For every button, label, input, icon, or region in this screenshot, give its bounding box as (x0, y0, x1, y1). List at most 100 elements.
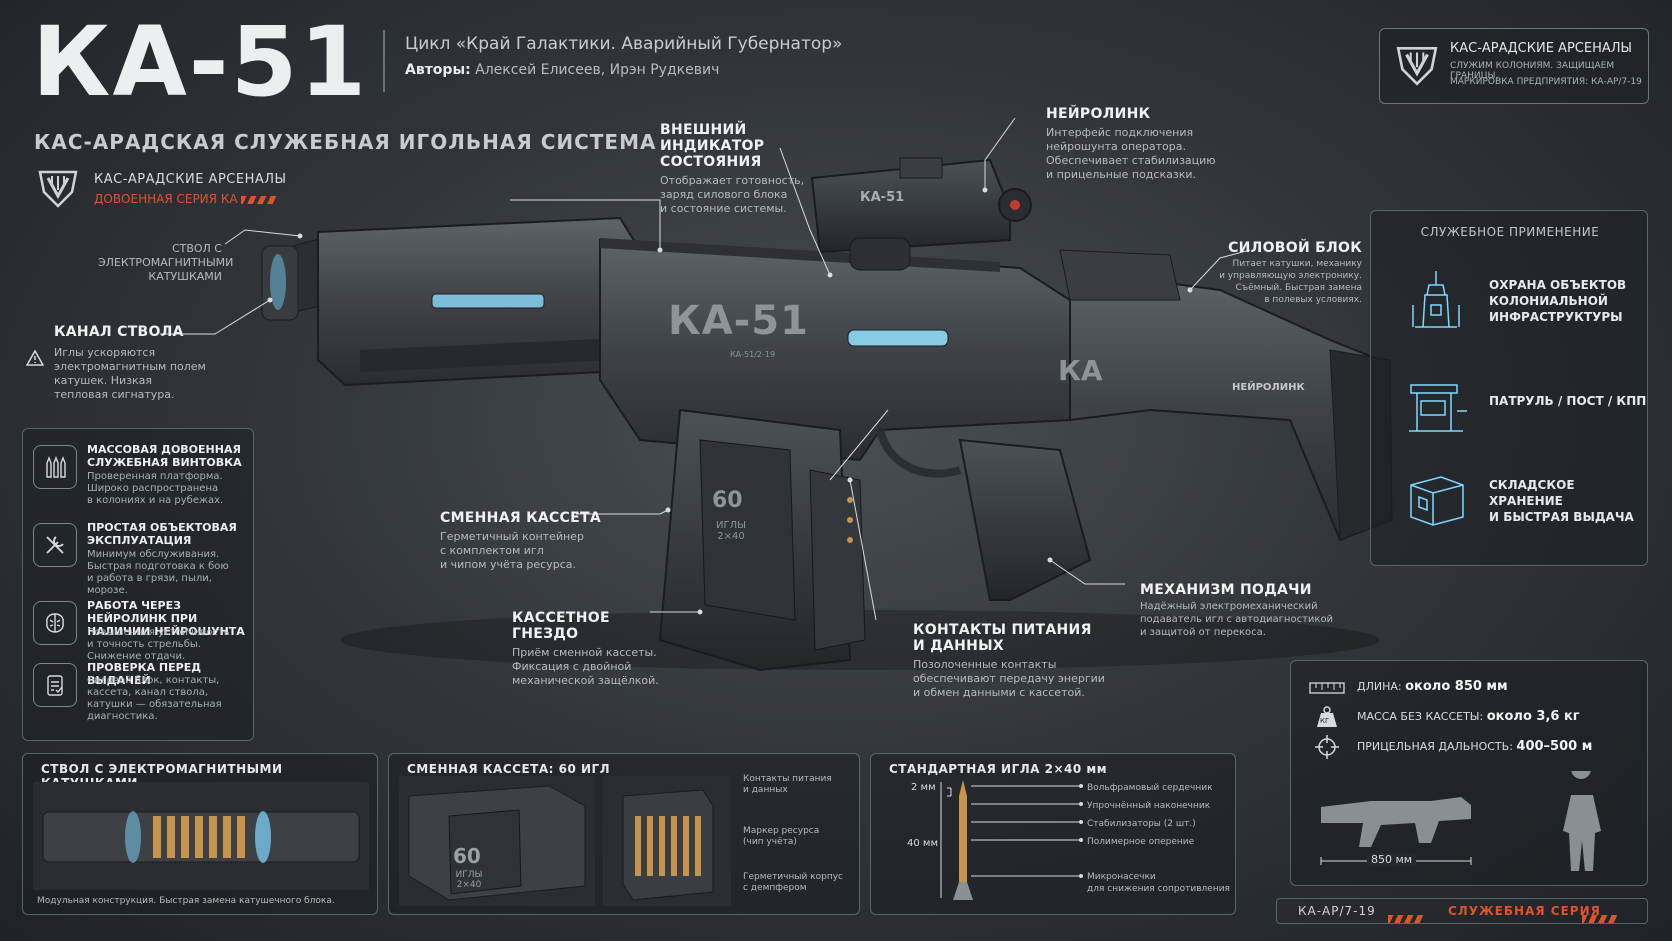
text-line: Иглы ускоряются (54, 346, 156, 359)
weight-icon (1317, 706, 1337, 727)
callout-power-title: СИЛОВОЙ БЛОК (1228, 240, 1362, 256)
text-line: в полевых условиях. (1264, 295, 1362, 305)
weapon-sub-marking: КА-51/2-19 (730, 350, 776, 359)
text-line: и состояние системы. (660, 202, 787, 215)
text-line: тепловая сигнатура. (54, 388, 175, 401)
text-line: Отображает готовность, (660, 174, 805, 187)
spec-length: ДЛИНА: около 850 мм (1291, 675, 1649, 701)
weapon-main-marking: КА-51 (668, 298, 809, 344)
feature-title: РАБОТА ЧЕРЕЗ НЕЙРОЛИНК ПРИ НАЛИЧИИ НЕЙРО… (87, 599, 245, 638)
stripes-decor (1388, 908, 1424, 927)
cassette-text-marking: ИГЛЫ 2×40 (716, 520, 746, 542)
text-line: Надёжный электромеханический (1140, 601, 1318, 612)
specs-panel: ДЛИНА: около 850 мм КГ МАССА БЕЗ КАССЕТЫ… (1290, 660, 1648, 886)
book-series: Цикл «Край Галактики. Аварийный Губернат… (405, 34, 843, 54)
shield-logo-icon (38, 170, 78, 208)
needle-note: Полимерное оперение (1087, 837, 1195, 847)
needle-panel: СТАНДАРТНАЯ ИГЛА 2×40 мм 2 мм 40 мм Воль… (870, 753, 1236, 915)
page-subtitle: КАС-АРАДСКАЯ СЛУЖЕБНАЯ ИГОЛЬНАЯ СИСТЕМА (34, 130, 657, 154)
spec-range-text: ПРИЦЕЛЬНАЯ ДАЛЬНОСТЬ: 400–500 м (1357, 739, 1593, 754)
brand-series-text: ДОВОЕННАЯ СЕРИЯ КА (94, 192, 238, 206)
feature-item: ПРОВЕРКА ПЕРЕД ВЫДАЧЕЙ Силовой блок, кон… (23, 661, 255, 737)
callout-bore: КАНАЛ СТВОЛА (54, 324, 214, 340)
callout-feed: МЕХАНИЗМ ПОДАЧИ Надёжный электромеханиче… (1140, 582, 1340, 639)
neurolink-marking: НЕЙРОЛИНК (1232, 382, 1305, 393)
text-line: с комплектом игл (440, 544, 544, 557)
feature-item: РАБОТА ЧЕРЕЗ НЕЙРОЛИНК ПРИ НАЛИЧИИ НЕЙРО… (23, 599, 255, 675)
needle-length-label: 40 мм (907, 838, 938, 849)
spec-mass-text: МАССА БЕЗ КАССЕТЫ: около 3,6 кг (1357, 709, 1580, 724)
spec-length-text: ДЛИНА: около 850 мм (1357, 679, 1508, 694)
crate-icon (1410, 476, 1464, 526)
authors-names: Алексей Елисеев, Ирэн Рудкевич (475, 62, 720, 78)
page-title: КА-51 (32, 6, 369, 118)
warning-icon (25, 349, 45, 370)
barrel-panel-caption: Модульная конструкция. Быстрая замена ка… (37, 896, 335, 906)
feature-title: ПРОВЕРКА ПЕРЕД ВЫДАЧЕЙ (87, 661, 202, 687)
tower-icon (1412, 271, 1460, 328)
ruler-icon (1309, 682, 1345, 694)
callout-contacts: КОНТАКТЫ ПИТАНИЯ И ДАННЫХ Позолоченные к… (913, 622, 1113, 700)
callout-contacts-title: КОНТАКТЫ ПИТАНИЯ (913, 622, 1092, 638)
spec-mass: КГ МАССА БЕЗ КАССЕТЫ: около 3,6 кг (1291, 705, 1649, 731)
stripes-decor (1582, 908, 1618, 927)
text-line: обеспечивают передачу энергии (913, 672, 1105, 685)
ammo-icon (33, 445, 77, 489)
cassette-image (399, 776, 595, 906)
text-line: Съёмный. Быстрая замена (1235, 283, 1362, 293)
authors-line: Авторы: Алексей Елисеев, Ирэн Рудкевич (405, 62, 719, 78)
dimension-label: 850 мм (1367, 853, 1417, 866)
feature-title: МАССОВАЯ ДОВОЕННАЯ СЛУЖЕБНАЯ ВИНТОВКА (87, 443, 242, 469)
callout-bore-text: Иглы ускоряются электромагнитным полем к… (54, 346, 224, 402)
cassette-count-marking: 60 (712, 488, 743, 513)
checkpoint-icon (1409, 384, 1467, 432)
callout-cassette-title: СМЕННАЯ КАССЕТА (440, 510, 601, 526)
callout-barrel-coils: СТВОЛ С ЭЛЕКТРОМАГНИТНЫМИ КАТУШКАМИ (98, 242, 234, 283)
text-line: и прицельные подсказки. (1046, 168, 1196, 181)
feature-item: МАССОВАЯ ДОВОЕННАЯ СЛУЖЕБНАЯ ВИНТОВКА Пр… (23, 443, 255, 519)
callout-feed-title: МЕХАНИЗМ ПОДАЧИ (1140, 582, 1312, 598)
needle-note: Микронасечки (1087, 872, 1156, 882)
brain-icon (33, 601, 77, 645)
needle-note: Вольфрамовый сердечник (1087, 783, 1213, 793)
wrench-icon (33, 523, 77, 567)
feature-item: ПРОСТАЯ ОБЪЕКТОВАЯ ЭКСПЛУАТАЦИЯ Минимум … (23, 521, 255, 597)
callout-indicator: ВНЕШНИЙ ИНДИКАТОР СОСТОЯНИЯ Отображает г… (660, 122, 850, 216)
text-line: Обеспечивает стабилизацию (1046, 154, 1216, 167)
company-box: КАС-АРАДСКИЕ АРСЕНАЛЫ СЛУЖИМ КОЛОНИЯМ. З… (1379, 28, 1649, 104)
feature-title: ПРОСТАЯ ОБЪЕКТОВАЯ ЭКСПЛУАТАЦИЯ (87, 521, 237, 547)
cassette-panel: СМЕННАЯ КАССЕТА: 60 ИГЛ 60 ИГЛЫ 2×40 Кон… (388, 753, 860, 915)
spec-range: ПРИЦЕЛЬНАЯ ДАЛЬНОСТЬ: 400–500 м (1291, 735, 1649, 761)
text-line: и обмен данными с кассетой. (913, 686, 1085, 699)
text-line: Позолоченные контакты (913, 658, 1057, 671)
feature-text: Минимум обслуживания.Быстрая подготовка … (87, 549, 229, 596)
checklist-icon (33, 663, 77, 707)
stock-marking: КА (1058, 354, 1103, 387)
text-line: катушек. Низкая (54, 374, 153, 387)
crosshair-icon (1315, 735, 1339, 759)
text-line: и чипом учёта ресурса. (440, 558, 577, 571)
cassette-cutaway-image (603, 776, 731, 906)
needle-note: Упрочнённый наконечник (1087, 801, 1211, 811)
stripes-decor (241, 195, 278, 204)
callout-bore-title: КАНАЛ СТВОЛА (54, 324, 184, 340)
cassette-panel-title: СМЕННАЯ КАССЕТА: 60 ИГЛ (407, 762, 611, 776)
barrel-panel: СТВОЛ С ЭЛЕКТРОМАГНИТНЫМИ КАТУШКАМИ Моду… (22, 753, 378, 915)
service-item: ПАТРУЛЬ / ПОСТ / КПП (1371, 365, 1649, 455)
footer-bar (1276, 898, 1648, 924)
service-label: ПАТРУЛЬ / ПОСТ / КПП (1489, 394, 1647, 408)
text-line: Питает катушки, механику (1232, 259, 1362, 269)
company-name: КАС-АРАДСКИЕ АРСЕНАЛЫ (1450, 41, 1632, 56)
text-line: электромагнитным полем (54, 360, 206, 373)
callout-neurolink-title: НЕЙРОЛИНК (1046, 106, 1151, 122)
text-line: нейрошунта оператора. (1046, 140, 1187, 153)
callout-contacts-title: И ДАННЫХ (913, 638, 1005, 654)
callout-cassette: СМЕННАЯ КАССЕТА Герметичный контейнер с … (440, 510, 620, 572)
company-motto: СЛУЖИМ КОЛОНИЯМ. ЗАЩИЩАЕМ ГРАНИЦЫ. (1450, 61, 1615, 81)
needle-diagram (940, 780, 1083, 900)
